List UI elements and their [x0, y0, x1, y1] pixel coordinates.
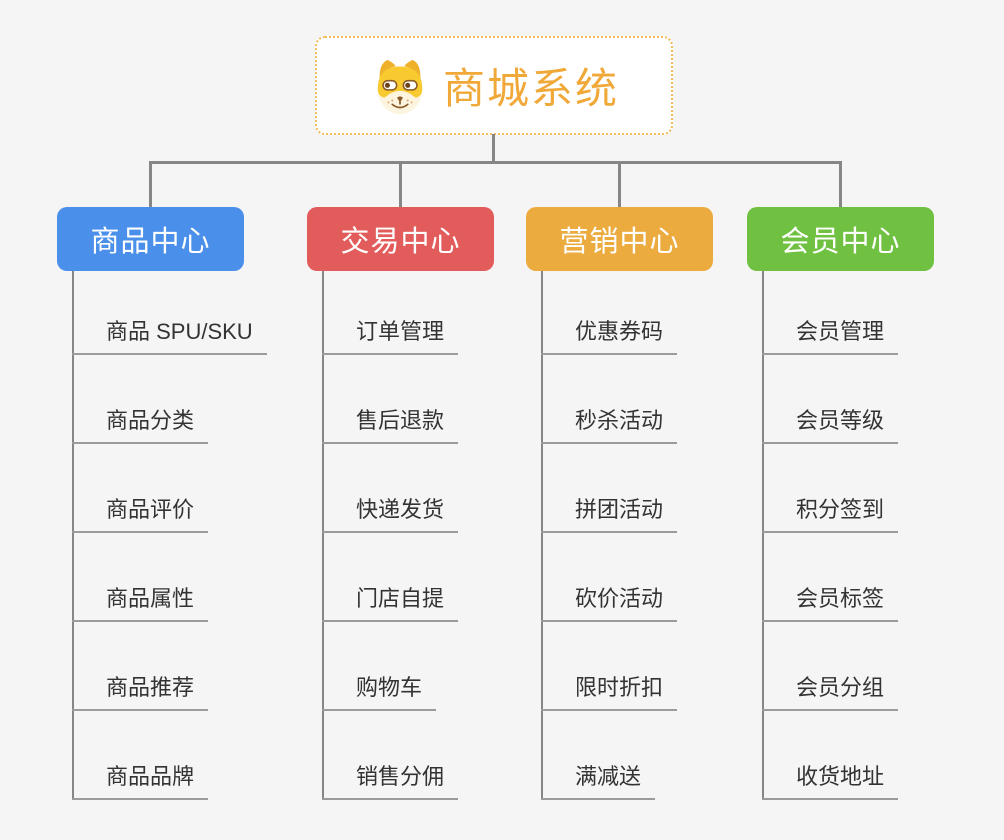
branch-trunk-line: [762, 271, 764, 800]
connector-drop-marketing: [618, 161, 621, 209]
branch-column-products: 商品中心 商品 SPU/SKU 商品分类 商品评价 商品属性 商品推荐 商品品牌: [57, 207, 267, 800]
tree-item[interactable]: 收货地址: [762, 752, 899, 800]
branch-column-trade: 交易中心 订单管理 售后退款 快递发货 门店自提 购物车 销售分佣: [307, 207, 495, 800]
branch-node-marketing[interactable]: 营销中心: [526, 207, 713, 271]
branch-trunk-line: [72, 271, 74, 800]
tree-item[interactable]: 商品属性: [72, 574, 209, 622]
tree-item[interactable]: 售后退款: [322, 396, 459, 444]
tree-item[interactable]: 销售分佣: [322, 752, 459, 800]
branch-node-products[interactable]: 商品中心: [57, 207, 244, 271]
tree-item[interactable]: 拼团活动: [541, 485, 678, 533]
tree-item[interactable]: 优惠券码: [541, 307, 678, 355]
tree-item[interactable]: 秒杀活动: [541, 396, 678, 444]
tree-item[interactable]: 会员分组: [762, 663, 899, 711]
tree-item[interactable]: 会员标签: [762, 574, 899, 622]
tree-item[interactable]: 商品评价: [72, 485, 209, 533]
tree-item[interactable]: 快递发货: [322, 485, 459, 533]
tree-item[interactable]: 商品品牌: [72, 752, 209, 800]
tree-item[interactable]: 砍价活动: [541, 574, 678, 622]
connector-drop-trade: [399, 161, 402, 209]
tree-item[interactable]: 满减送: [541, 752, 656, 800]
branch-column-marketing: 营销中心 优惠券码 秒杀活动 拼团活动 砍价活动 限时折扣 满减送: [526, 207, 714, 800]
tree-item[interactable]: 会员管理: [762, 307, 899, 355]
connector-drop-products: [149, 161, 152, 209]
tree-item[interactable]: 商品推荐: [72, 663, 209, 711]
branch-column-members: 会员中心 会员管理 会员等级 积分签到 会员标签 会员分组 收货地址: [747, 207, 935, 800]
branch-label: 交易中心: [340, 226, 461, 258]
branch-node-members[interactable]: 会员中心: [747, 207, 934, 271]
root-title: 商城系统: [442, 65, 619, 112]
tree-item[interactable]: 积分签到: [762, 485, 899, 533]
tree-item[interactable]: 商品 SPU/SKU: [72, 307, 267, 355]
tree-item[interactable]: 购物车: [322, 663, 437, 711]
tree-item[interactable]: 限时折扣: [541, 663, 678, 711]
branch-node-trade[interactable]: 交易中心: [307, 207, 494, 271]
tree-item[interactable]: 商品分类: [72, 396, 209, 444]
dog-logo-icon: [377, 59, 423, 114]
tree-item[interactable]: 订单管理: [322, 307, 459, 355]
branch-trunk-line: [541, 271, 543, 800]
root-connector-stub: [492, 134, 495, 162]
root-node[interactable]: 商城系统: [315, 36, 673, 135]
branch-label: 商品中心: [90, 226, 211, 258]
connector-drop-members: [839, 161, 842, 209]
branch-label: 营销中心: [559, 226, 680, 258]
tree-item[interactable]: 门店自提: [322, 574, 459, 622]
tree-item[interactable]: 会员等级: [762, 396, 899, 444]
branch-label: 会员中心: [780, 226, 901, 258]
branch-trunk-line: [322, 271, 324, 800]
connector-bus: [149, 161, 842, 164]
